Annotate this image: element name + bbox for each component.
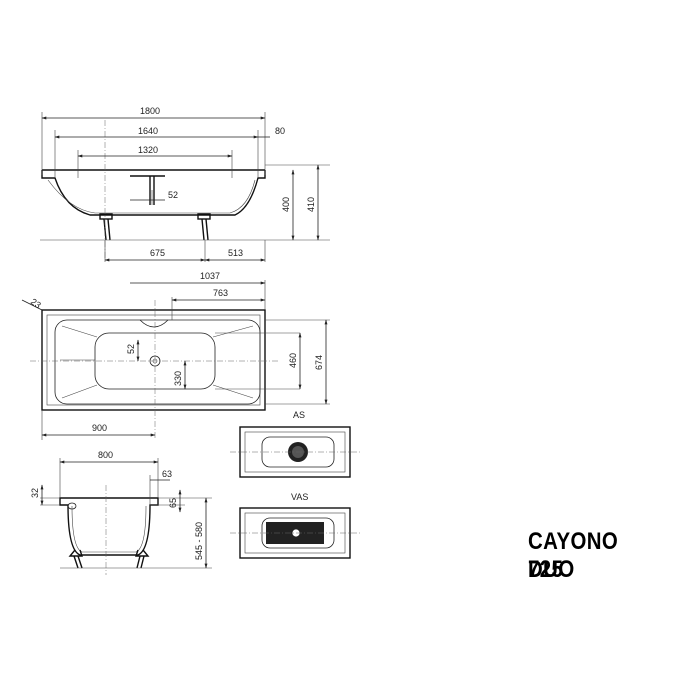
product-title: CAYONO DUO bbox=[528, 528, 619, 583]
dim-32: 32 bbox=[30, 488, 40, 498]
feet-side bbox=[99, 213, 211, 241]
label-as: AS bbox=[293, 410, 305, 420]
variant-as: AS bbox=[230, 410, 360, 478]
dim-410: 410 bbox=[306, 197, 316, 212]
label-vas: VAS bbox=[291, 492, 308, 502]
dim-23: 23 bbox=[29, 296, 43, 310]
tub-side-outline bbox=[41, 169, 266, 216]
dim-52-side: 52 bbox=[168, 190, 178, 200]
dim-1640: 1640 bbox=[138, 126, 158, 136]
dim-513: 513 bbox=[228, 248, 243, 258]
side-view: 1800 1640 80 1320 52 400 410 675 513 bbox=[40, 106, 330, 262]
dim-460: 460 bbox=[288, 353, 298, 368]
dim-1800: 1800 bbox=[140, 106, 160, 116]
dim-80: 80 bbox=[275, 126, 285, 136]
overflow-fitting bbox=[130, 175, 165, 205]
variant-vas: VAS bbox=[230, 492, 360, 559]
dim-400: 400 bbox=[281, 197, 291, 212]
dim-1037: 1037 bbox=[200, 271, 220, 281]
tub-top-outer bbox=[41, 309, 266, 411]
dim-800: 800 bbox=[98, 450, 113, 460]
product-model-number: 725 bbox=[528, 556, 564, 583]
overflow-top bbox=[139, 319, 169, 328]
feet-end bbox=[68, 549, 150, 569]
end-view: 800 63 32 65 545 - 580 bbox=[30, 450, 212, 575]
dim-52-top: 52 bbox=[126, 344, 136, 354]
tub-end-outline bbox=[59, 497, 159, 556]
tub-top-inner bbox=[54, 319, 261, 405]
dim-330: 330 bbox=[173, 371, 183, 386]
dim-545-580: 545 - 580 bbox=[194, 522, 204, 560]
dim-763: 763 bbox=[213, 288, 228, 298]
top-view: 1037 763 23 52 330 460 674 900 bbox=[21, 271, 330, 440]
dim-675: 675 bbox=[150, 248, 165, 258]
dim-900: 900 bbox=[92, 423, 107, 433]
dim-65: 65 bbox=[168, 498, 178, 508]
dim-674: 674 bbox=[314, 355, 324, 370]
dim-1320: 1320 bbox=[138, 145, 158, 155]
dim-63: 63 bbox=[162, 469, 172, 479]
overflow-end bbox=[67, 502, 77, 510]
